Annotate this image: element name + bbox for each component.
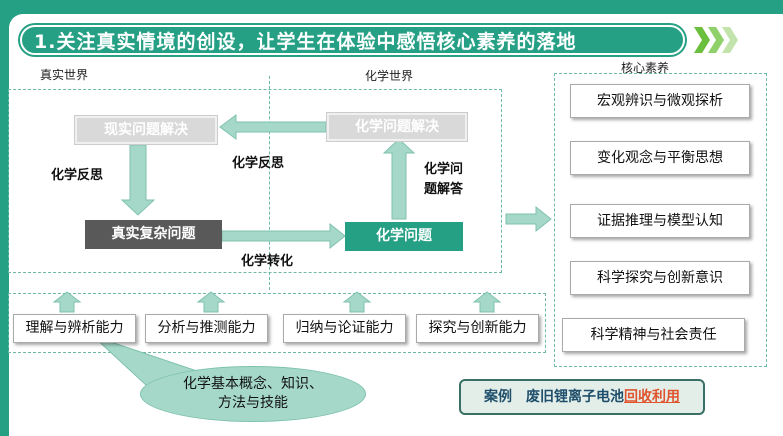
edge-label-reflect-left: 化学反思	[51, 168, 104, 183]
node-real-problem-solve: 现实问题解决	[75, 116, 217, 144]
node-chem-problem: 化学问题	[345, 222, 463, 251]
core-item: 证据推理与模型认知	[570, 204, 750, 238]
foundation-line-2: 方法与技能	[218, 395, 288, 411]
arrow-right-icon	[221, 222, 346, 250]
arrow-right-icon	[505, 205, 552, 233]
arrow-up-icon	[52, 291, 82, 313]
edge-label-reflect-top: 化学反思	[232, 156, 285, 171]
chem-world-label: 化学世界	[365, 69, 414, 83]
ability-item: 探究与创新能力	[416, 314, 539, 343]
ability-item: 分析与推测能力	[145, 314, 268, 343]
arrow-up-icon	[472, 291, 502, 313]
edge-label-transform: 化学转化	[241, 254, 294, 269]
core-item: 科学探究与创新意识	[570, 261, 750, 295]
core-item: 科学精神与社会责任	[562, 318, 745, 352]
real-world-label: 真实世界	[40, 68, 89, 82]
arrow-up-icon	[342, 291, 372, 313]
node-chem-problem-solve: 化学问题解决	[327, 113, 467, 141]
node-real-complex-problem: 真实复杂问题	[85, 220, 222, 249]
page-title: 1.关注真实情境的创设，让学生在体验中感悟核心素养的落地	[20, 25, 685, 55]
edge-label-answer-2: 题解答	[424, 182, 464, 197]
world-divider	[269, 76, 270, 290]
core-item: 宏观辨识与微观探析	[570, 84, 750, 118]
ability-item: 理解与辨析能力	[13, 314, 136, 343]
core-literacy-label: 核心素养	[621, 61, 670, 75]
arrow-down-icon	[120, 144, 156, 216]
edge-label-answer-1: 化学问	[424, 162, 464, 177]
ability-container	[8, 293, 546, 353]
case-highlight-link[interactable]: 回收利用	[624, 389, 680, 405]
core-container	[554, 73, 767, 367]
foundation-line-1: 化学基本概念、知识、	[183, 376, 323, 392]
case-prefix: 案例 废旧锂离子电池	[484, 389, 624, 405]
world-container	[8, 89, 502, 273]
chevron-right-icon	[694, 27, 710, 53]
arrow-up-icon	[196, 291, 226, 313]
chevron-right-icon	[708, 27, 724, 53]
arrow-up-icon	[382, 138, 416, 220]
core-item: 变化观念与平衡思想	[570, 141, 750, 175]
ability-item: 归纳与论证能力	[283, 314, 406, 343]
case-box: 案例 废旧锂离子电池回收利用	[459, 379, 705, 415]
foundation-ellipse: 化学基本概念、知识、 方法与技能	[140, 366, 366, 422]
arrow-left-icon	[219, 114, 327, 140]
chevron-right-icon	[722, 27, 738, 53]
